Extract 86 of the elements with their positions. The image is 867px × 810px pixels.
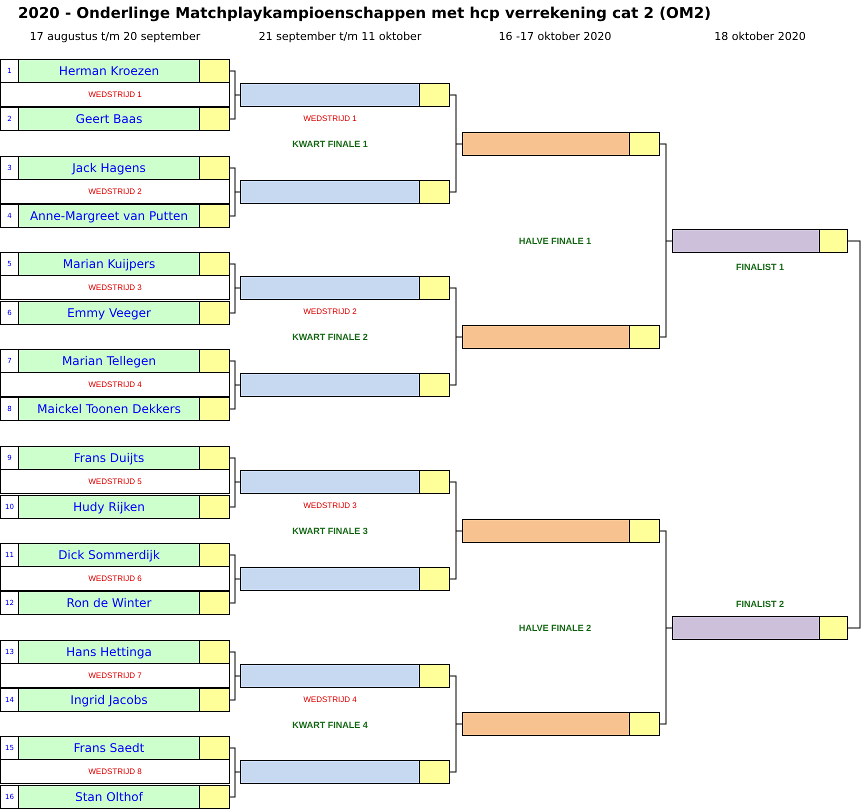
bracket-line	[230, 676, 240, 700]
player-name: Jack Hagens	[19, 157, 200, 179]
player-name: Marian Kuijpers	[19, 253, 200, 275]
player-row	[0, 640, 230, 664]
match-slot	[240, 180, 450, 204]
player-name: Stan Olthof	[19, 786, 200, 808]
player-row	[0, 736, 230, 760]
match-slot	[462, 325, 660, 349]
player-row	[0, 349, 230, 373]
round-label: KWART FINALE 1	[291, 139, 369, 149]
round-label: FINALIST 2	[734, 599, 785, 609]
bracket-line	[660, 240, 672, 338]
player-row	[0, 59, 230, 83]
player-name: Hans Hettinga	[19, 641, 200, 663]
round-label: KWART FINALE 4	[291, 720, 369, 730]
match-row: WEDSTRIJD 8	[0, 759, 230, 784]
player-row	[0, 591, 230, 615]
match-slot	[462, 132, 660, 156]
round-date: 21 september t/m 11 oktober	[258, 30, 422, 43]
player-name: Dick Sommerdijk	[19, 544, 200, 566]
player-row	[0, 785, 230, 809]
player-name: Hudy Rijken	[19, 496, 200, 518]
match-slot	[240, 567, 450, 591]
player-name: Anne-Margreet van Putten	[19, 205, 200, 227]
round-label: HALVE FINALE 2	[518, 623, 592, 633]
match-slot	[240, 664, 450, 688]
match-slot	[462, 712, 660, 736]
match-slot	[240, 760, 450, 784]
match-label: WEDSTRIJD 2	[302, 307, 358, 316]
match-row: WEDSTRIJD 4	[0, 372, 230, 397]
match-label: WEDSTRIJD 4	[302, 695, 358, 704]
title: 2020 - Onderlinge Matchplaykampioenschappen met hcp verrekening cat 2 (OM2)	[18, 4, 712, 22]
bracket-line	[450, 724, 462, 772]
match-slot	[240, 373, 450, 397]
match-slot	[240, 276, 450, 300]
round-label: FINALIST 1	[734, 262, 785, 272]
match-slot	[462, 519, 660, 543]
round-date: 17 augustus t/m 20 september	[28, 30, 202, 43]
bracket-line	[450, 336, 462, 386]
match-slot	[240, 83, 450, 107]
player-row	[0, 688, 230, 712]
bracket-line	[230, 772, 240, 798]
match-label: WEDSTRIJD 3	[302, 501, 358, 510]
player-name: Marian Tellegen	[19, 350, 200, 372]
bracket-line	[848, 240, 860, 628]
match-row: WEDSTRIJD 1	[0, 82, 230, 107]
bracket-line	[450, 144, 462, 192]
round-label: KWART FINALE 2	[291, 332, 369, 342]
player-row	[0, 156, 230, 180]
bracket-line	[230, 482, 240, 508]
player-row	[0, 107, 230, 131]
match-slot	[240, 470, 450, 494]
player-name: Ron de Winter	[19, 592, 200, 614]
player-row	[0, 252, 230, 276]
match-row: WEDSTRIJD 7	[0, 663, 230, 688]
match-row: WEDSTRIJD 5	[0, 469, 230, 494]
player-name: Frans Duijts	[19, 447, 200, 469]
player-row	[0, 204, 230, 228]
player-name: Geert Baas	[19, 108, 200, 130]
match-row: WEDSTRIJD 2	[0, 179, 230, 204]
player-name: Ingrid Jacobs	[19, 689, 200, 711]
match-slot	[672, 616, 848, 640]
bracket-line	[660, 628, 672, 724]
bracket-line	[230, 288, 240, 314]
bracket-line	[230, 94, 240, 120]
bracket-line	[230, 192, 240, 216]
player-row	[0, 543, 230, 567]
match-row: WEDSTRIJD 6	[0, 566, 230, 591]
bracket-line	[230, 384, 240, 410]
player-name: Maickel Toonen Dekkers	[19, 398, 200, 420]
match-row: WEDSTRIJD 3	[0, 275, 230, 300]
round-label: HALVE FINALE 1	[518, 236, 592, 246]
match-slot	[672, 229, 848, 253]
player-row	[0, 495, 230, 519]
player-row	[0, 446, 230, 470]
bracket-line	[450, 530, 462, 580]
player-row	[0, 301, 230, 325]
player-name: Frans Saedt	[19, 737, 200, 759]
bracket-line	[230, 578, 240, 604]
player-row	[0, 397, 230, 421]
player-name: Herman Kroezen	[19, 60, 200, 82]
player-name: Emmy Veeger	[19, 302, 200, 324]
round-date: 18 oktober 2020	[713, 30, 807, 43]
round-date: 16 -17 oktober 2020	[498, 30, 612, 43]
round-label: KWART FINALE 3	[291, 526, 369, 536]
match-label: WEDSTRIJD 1	[302, 114, 358, 123]
